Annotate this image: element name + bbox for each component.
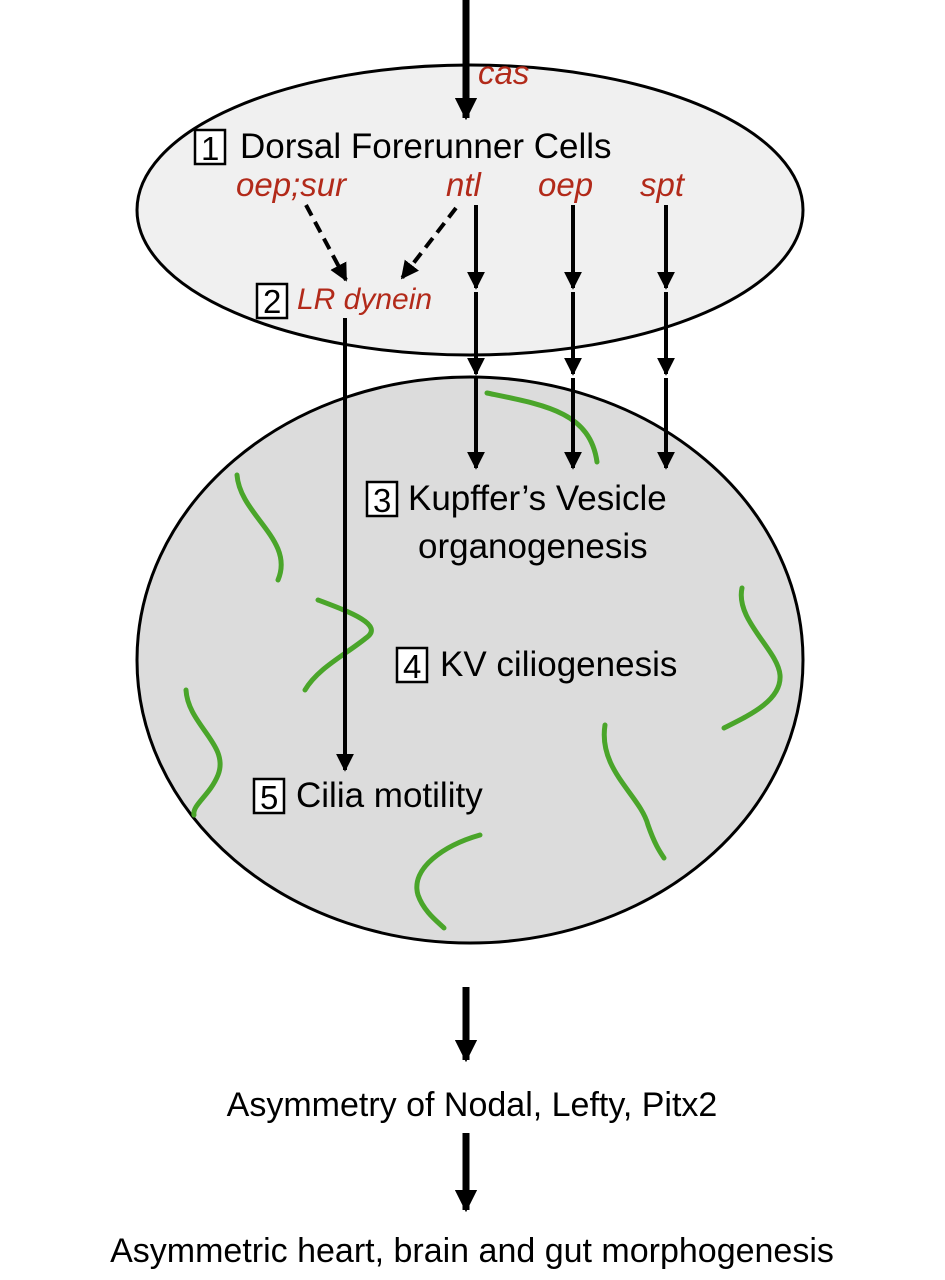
cilium <box>414 832 483 931</box>
step-5-label: Cilia motility <box>296 776 483 815</box>
dashed-arrow-ntl <box>400 206 458 280</box>
step-3-box <box>365 480 399 518</box>
step-1-box <box>193 128 227 166</box>
cilium <box>234 472 284 583</box>
step-4-number: 4 <box>403 648 421 685</box>
step-5-number: 5 <box>260 779 278 816</box>
cilium <box>183 687 223 818</box>
gene-cas: cas <box>478 54 529 91</box>
step-1-number: 1 <box>201 130 219 167</box>
cilium <box>601 722 667 861</box>
gene-oep: oep <box>538 166 593 203</box>
step-2-number: 2 <box>263 283 281 320</box>
morphogenesis-outcome: Asymmetric heart, brain and gut morphoge… <box>110 1232 834 1270</box>
cilium <box>721 585 783 731</box>
step-2-box <box>255 282 289 320</box>
cilium <box>484 390 600 465</box>
step-1-label: Dorsal Forerunner Cells <box>240 127 612 166</box>
dorsal-forerunner-oval <box>135 63 805 357</box>
dashed-arrow-oep-sur <box>304 204 348 282</box>
step-5-box <box>252 777 286 815</box>
asymmetry-outcome: Asymmetry of Nodal, Lefty, Pitx2 <box>227 1086 718 1124</box>
step-3-label-line2: organogenesis <box>418 527 648 566</box>
step-4-box <box>395 646 429 684</box>
step-4-label: KV ciliogenesis <box>440 645 677 684</box>
gene-lr-dynein: LR dynein <box>297 283 432 316</box>
gene-oep-sur: oep;sur <box>236 166 348 203</box>
step-3-number: 3 <box>373 482 391 519</box>
gene-ntl: ntl <box>446 166 483 203</box>
step-3-label-line1: Kupffer’s Vesicle <box>408 479 667 518</box>
gene-spt: spt <box>640 166 686 203</box>
